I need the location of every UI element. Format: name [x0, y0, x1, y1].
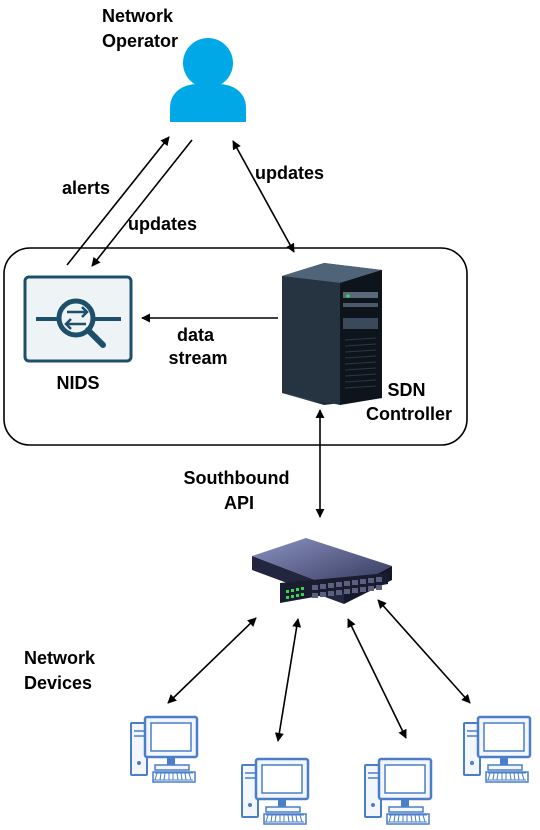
alerts-label: alerts [62, 178, 110, 198]
updates-sdn-label: updates [255, 163, 324, 183]
operator-label: Network Operator [102, 6, 178, 51]
southbound-api-label: Southbound API [184, 468, 295, 513]
server-icon [282, 263, 382, 405]
switch-icon [252, 538, 392, 604]
network-devices-label: Network Devices [24, 648, 100, 693]
computer-icon [129, 715, 199, 784]
sdn-controller-label: SDN Controller [366, 380, 452, 424]
data-stream-label: data stream [168, 325, 227, 368]
device-link-arrow-3 [347, 618, 407, 739]
computer-icon [462, 715, 532, 784]
computer-icon [240, 757, 310, 826]
user-icon [170, 38, 246, 122]
device-link-arrow-2 [274, 618, 302, 742]
alerts-arrow [66, 136, 170, 266]
updates-nids-label: updates [128, 214, 197, 234]
nids-icon [23, 275, 133, 363]
nids-label: NIDS [56, 373, 99, 393]
device-link-arrow-1 [167, 617, 257, 704]
device-link-arrow-4 [377, 599, 471, 704]
computer-icon [363, 757, 433, 826]
updates-operator-sdn-arrow [232, 140, 295, 253]
updates-to-nids-arrow [91, 139, 193, 267]
